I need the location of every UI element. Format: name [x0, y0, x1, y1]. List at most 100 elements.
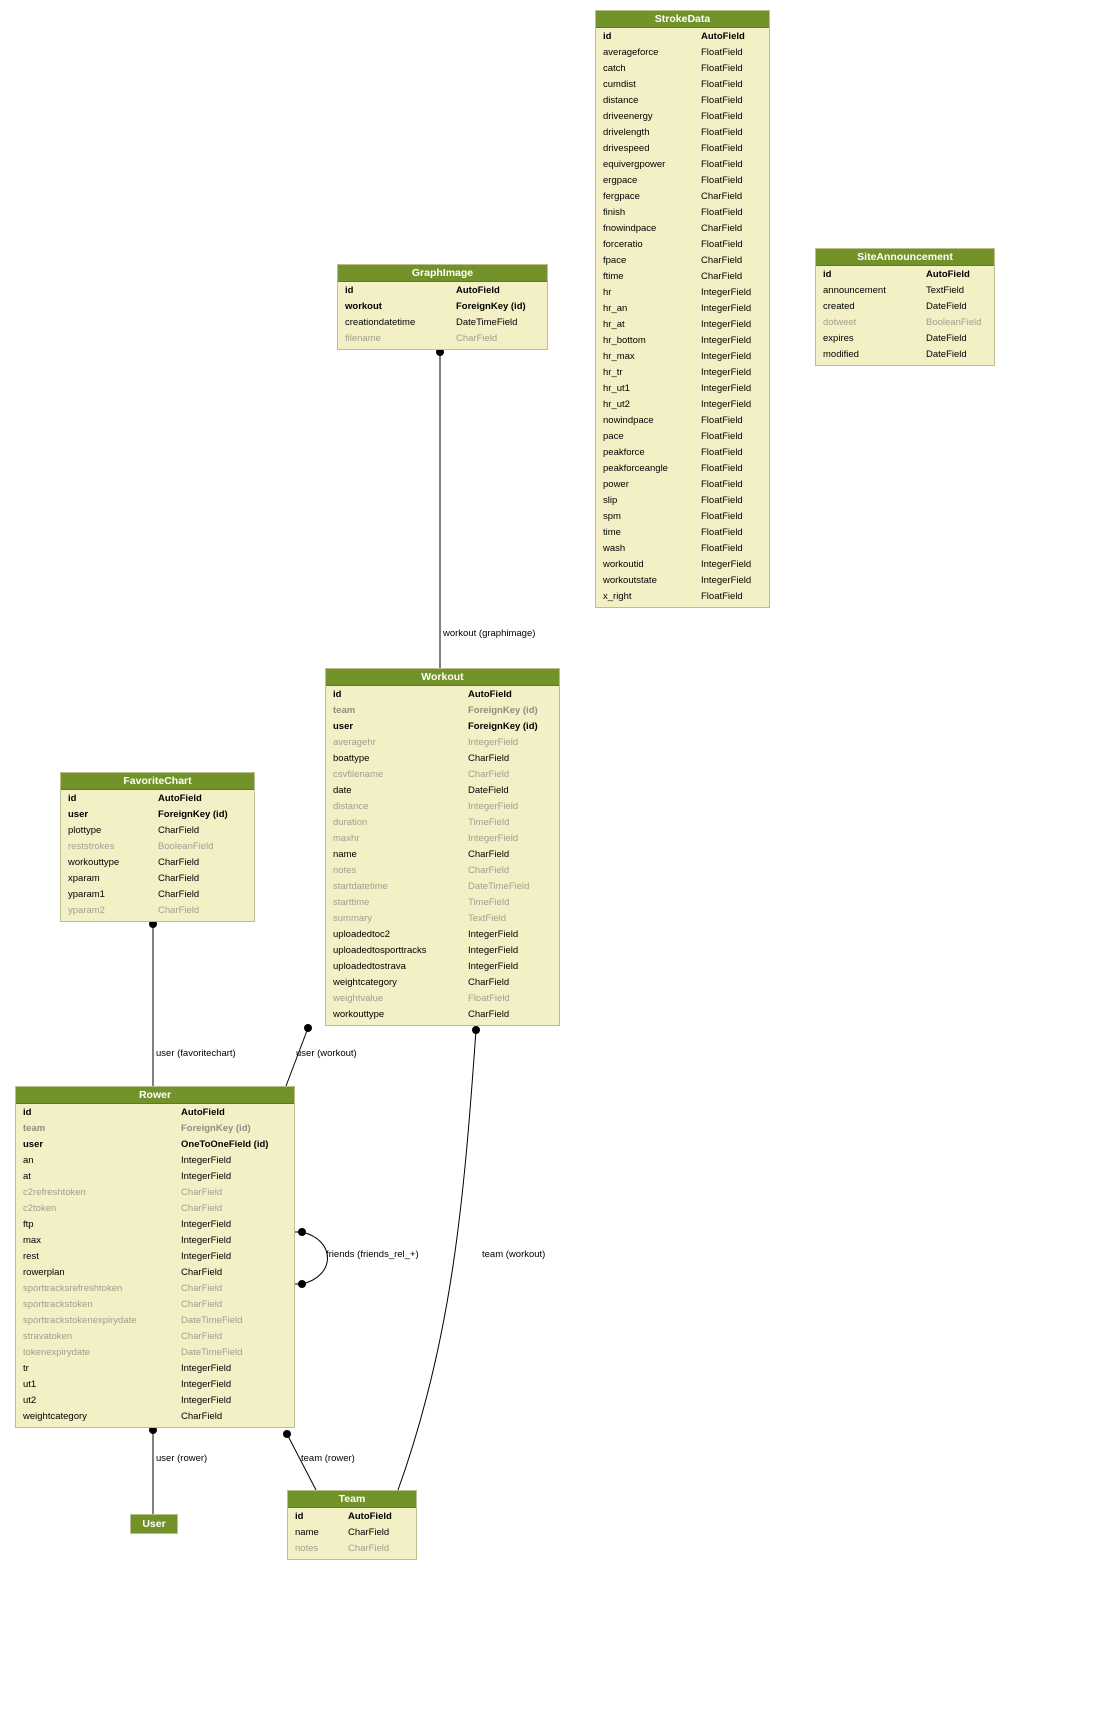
- field-name: date: [333, 785, 352, 796]
- field-type: CharField: [456, 333, 498, 344]
- table-title-team: Team: [288, 1491, 416, 1508]
- field-name: sporttracksrefreshtoken: [23, 1283, 123, 1294]
- field-row-creationdatetime: creationdatetime DateTimeField: [338, 315, 547, 331]
- field-name: driveenergy: [603, 111, 653, 122]
- field-type: FloatField: [701, 511, 743, 522]
- field-name: workout: [345, 301, 382, 312]
- field-type: CharField: [348, 1527, 390, 1538]
- field-name: notes: [295, 1543, 319, 1554]
- field-type: DateTimeField: [456, 317, 518, 328]
- field-name: boattype: [333, 753, 370, 764]
- field-type: CharField: [158, 873, 200, 884]
- field-name: averageforce: [603, 47, 659, 58]
- field-type: DateField: [926, 301, 967, 312]
- field-type: CharField: [468, 865, 510, 876]
- field-type: IntegerField: [181, 1155, 232, 1166]
- relation-endpoint-dot: [304, 1024, 312, 1032]
- field-type: DateField: [926, 349, 967, 360]
- field-name: plottype: [68, 825, 102, 836]
- field-type: FloatField: [701, 159, 743, 170]
- field-name: dotweet: [823, 317, 857, 328]
- field-type: CharField: [158, 889, 200, 900]
- field-type: CharField: [181, 1187, 223, 1198]
- field-name: uploadedtoc2: [333, 929, 391, 940]
- field-type: ForeignKey (id): [456, 301, 526, 312]
- field-name: ergpace: [603, 175, 638, 186]
- field-name: hr_at: [603, 319, 625, 330]
- field-name: expires: [823, 333, 854, 344]
- field-type: IntegerField: [468, 737, 519, 748]
- field-name: weightcategory: [333, 977, 397, 988]
- field-name: slip: [603, 495, 618, 506]
- relation-label-user-rower: user (rower): [156, 1453, 207, 1464]
- field-name: fpace: [603, 255, 627, 266]
- field-name: finish: [603, 207, 626, 218]
- field-type: IntegerField: [181, 1219, 232, 1230]
- field-name: ut1: [23, 1379, 37, 1390]
- field-name: x_right: [603, 591, 632, 602]
- field-type: TimeField: [468, 897, 510, 908]
- field-name: team: [333, 705, 356, 716]
- table-title-rower: Rower: [16, 1087, 294, 1104]
- field-name: tr: [23, 1363, 29, 1374]
- field-type: FloatField: [701, 63, 743, 74]
- field-name: creationdatetime: [345, 317, 416, 328]
- field-type: CharField: [181, 1203, 223, 1214]
- field-row-an: an IntegerField: [16, 1153, 294, 1169]
- field-type: IntegerField: [701, 575, 752, 586]
- model-table-user: User: [130, 1514, 178, 1534]
- field-type: CharField: [468, 769, 510, 780]
- relation-edge-friends-friends-rel: [295, 1231, 328, 1285]
- field-name: rest: [23, 1251, 39, 1262]
- field-type: FloatField: [701, 543, 743, 554]
- field-name: hr_ut2: [603, 399, 630, 410]
- field-type: IntegerField: [701, 399, 752, 410]
- field-name: fergpace: [603, 191, 640, 202]
- field-name: distance: [333, 801, 369, 812]
- field-row-notes: notes CharField: [288, 1541, 416, 1557]
- field-name: team: [23, 1123, 46, 1134]
- relation-endpoint-dot: [298, 1280, 306, 1288]
- relation-endpoint-dot: [436, 348, 444, 356]
- field-name: workouttype: [333, 1009, 385, 1020]
- field-name: id: [23, 1107, 32, 1118]
- field-name: modified: [823, 349, 859, 360]
- field-name: weightcategory: [23, 1411, 87, 1422]
- relation-label-friends-friends-rel: friends (friends_rel_+): [326, 1249, 419, 1260]
- field-name: averagehr: [333, 737, 376, 748]
- field-name: an: [23, 1155, 34, 1166]
- field-type: AutoField: [468, 689, 512, 700]
- relation-label-team-rower: team (rower): [301, 1453, 355, 1464]
- field-type: FloatField: [701, 431, 743, 442]
- field-type: CharField: [348, 1543, 390, 1554]
- field-name: tokenexpirydate: [23, 1347, 91, 1358]
- field-type: IntegerField: [701, 351, 752, 362]
